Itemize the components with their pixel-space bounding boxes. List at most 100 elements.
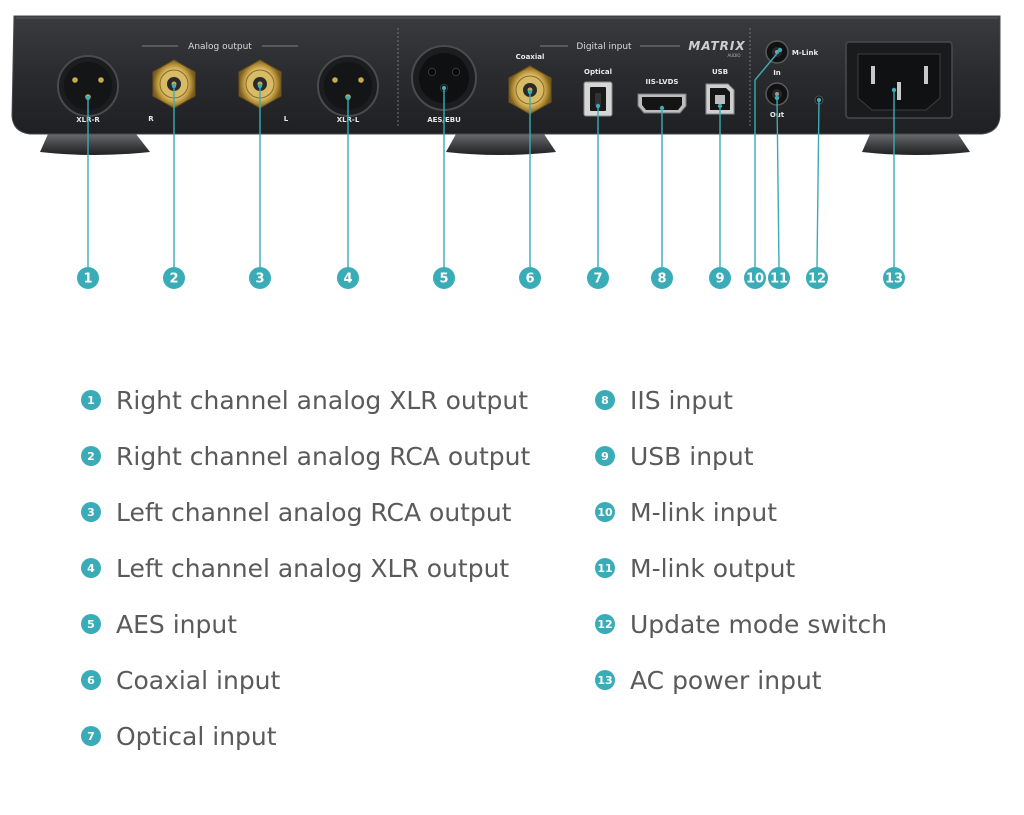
optical-label: Optical <box>584 68 612 76</box>
usb-label: USB <box>712 68 728 76</box>
callout-target-8 <box>659 105 665 111</box>
legend-item: 13 AC power input <box>595 666 822 695</box>
legend-badge <box>595 558 615 578</box>
legend-item: 12 Update mode switch <box>595 610 887 639</box>
legend-number: 9 <box>601 450 609 463</box>
legend-badge <box>81 446 101 466</box>
legend-text: Right channel analog RCA output <box>116 442 530 471</box>
legend-text: AC power input <box>630 666 822 695</box>
callout-badge-13 <box>883 267 905 289</box>
callout-badge-8 <box>651 267 673 289</box>
legend-badge <box>595 446 615 466</box>
callout-target-3 <box>257 83 263 89</box>
analog-output-label: Analog output <box>188 42 252 52</box>
callout-number-4: 4 <box>343 272 352 287</box>
legend-number: 8 <box>601 394 609 407</box>
callout-target-2 <box>171 83 177 89</box>
legend-item: 9 USB input <box>595 442 754 471</box>
callout-target-5 <box>441 85 447 91</box>
legend-text: M-link input <box>630 498 777 527</box>
legend-badge <box>81 614 101 634</box>
coaxial-label: Coaxial <box>516 53 545 61</box>
brand-logo: MATRIX <box>688 39 745 53</box>
legend-number: 5 <box>87 618 95 631</box>
callout-number-6: 6 <box>525 272 534 287</box>
legend-text: Update mode switch <box>630 610 887 639</box>
callout-badge-6 <box>519 267 541 289</box>
legend-item: 3 Left channel analog RCA output <box>81 498 512 527</box>
callout-badge-5 <box>433 267 455 289</box>
mlink-in-label: In <box>773 69 781 77</box>
legend-number: 13 <box>597 674 612 687</box>
mlink-out-connector <box>765 82 789 106</box>
legend-number: 10 <box>597 506 613 519</box>
legend-badge <box>81 502 101 522</box>
rca-r-label: R <box>148 115 154 123</box>
legend-badge <box>81 726 101 746</box>
legend-badge <box>595 390 615 410</box>
foot-middle <box>446 134 556 155</box>
callout-badge-3 <box>249 267 271 289</box>
iis-lvds-connector <box>637 93 687 114</box>
legend-number: 11 <box>597 562 612 575</box>
callout-number-2: 2 <box>169 272 178 287</box>
brand-sub: AUDIO <box>727 53 740 58</box>
callout-number-13: 13 <box>885 272 903 287</box>
legend-item: 10 M-link input <box>595 498 777 527</box>
callout-target-13 <box>891 87 897 93</box>
legend-item: 2 Right channel analog RCA output <box>81 442 530 471</box>
callout-number-8: 8 <box>657 272 666 287</box>
callout-target-4 <box>345 95 351 101</box>
callout-number-1: 1 <box>83 272 92 287</box>
iis-lvds-label: IIS-LVDS <box>646 78 679 86</box>
legend-text: Left channel analog RCA output <box>116 498 512 527</box>
callout-badge-12 <box>806 267 828 289</box>
legend-item: 5 AES input <box>81 610 237 639</box>
optical-connector <box>583 81 613 117</box>
rca-l-label: L <box>284 115 289 123</box>
callout-number-7: 7 <box>593 272 602 287</box>
callout-number-12: 12 <box>808 272 826 287</box>
xlr-r-connector <box>57 55 119 117</box>
legend-number: 6 <box>87 674 95 687</box>
callout-number-9: 9 <box>715 272 724 287</box>
legend-number: 3 <box>87 506 95 519</box>
mlink-label: M-Link <box>792 49 819 57</box>
callout-badge-7 <box>587 267 609 289</box>
legend-badge <box>595 614 615 634</box>
callout-badge-2 <box>163 267 185 289</box>
callout-badge-9 <box>709 267 731 289</box>
callout-badge-4 <box>337 267 359 289</box>
callout-number-5: 5 <box>439 272 448 287</box>
callout-target-9 <box>717 103 723 109</box>
legend-badge <box>595 502 615 522</box>
legend-text: Optical input <box>116 722 277 751</box>
legend-text: Left channel analog XLR output <box>116 554 509 583</box>
legend-item: 11 M-link output <box>595 554 795 583</box>
xlr-l-connector <box>317 55 379 117</box>
callout-target-12 <box>816 97 822 103</box>
callout-target-10 <box>777 47 783 53</box>
ac-power-inlet <box>845 41 953 119</box>
callout-target-7 <box>595 103 601 109</box>
legend-text: AES input <box>116 610 237 639</box>
legend-badge <box>595 670 615 690</box>
legend-number: 12 <box>597 618 612 631</box>
foot-right <box>862 134 970 155</box>
legend-text: M-link output <box>630 554 795 583</box>
legend-text: USB input <box>630 442 754 471</box>
callout-line-11 <box>776 97 780 268</box>
callout-badge-1 <box>77 267 99 289</box>
chassis-feet <box>40 134 970 155</box>
legend-number: 2 <box>87 450 95 463</box>
legend-number: 1 <box>87 394 95 407</box>
legend-badge <box>81 558 101 578</box>
